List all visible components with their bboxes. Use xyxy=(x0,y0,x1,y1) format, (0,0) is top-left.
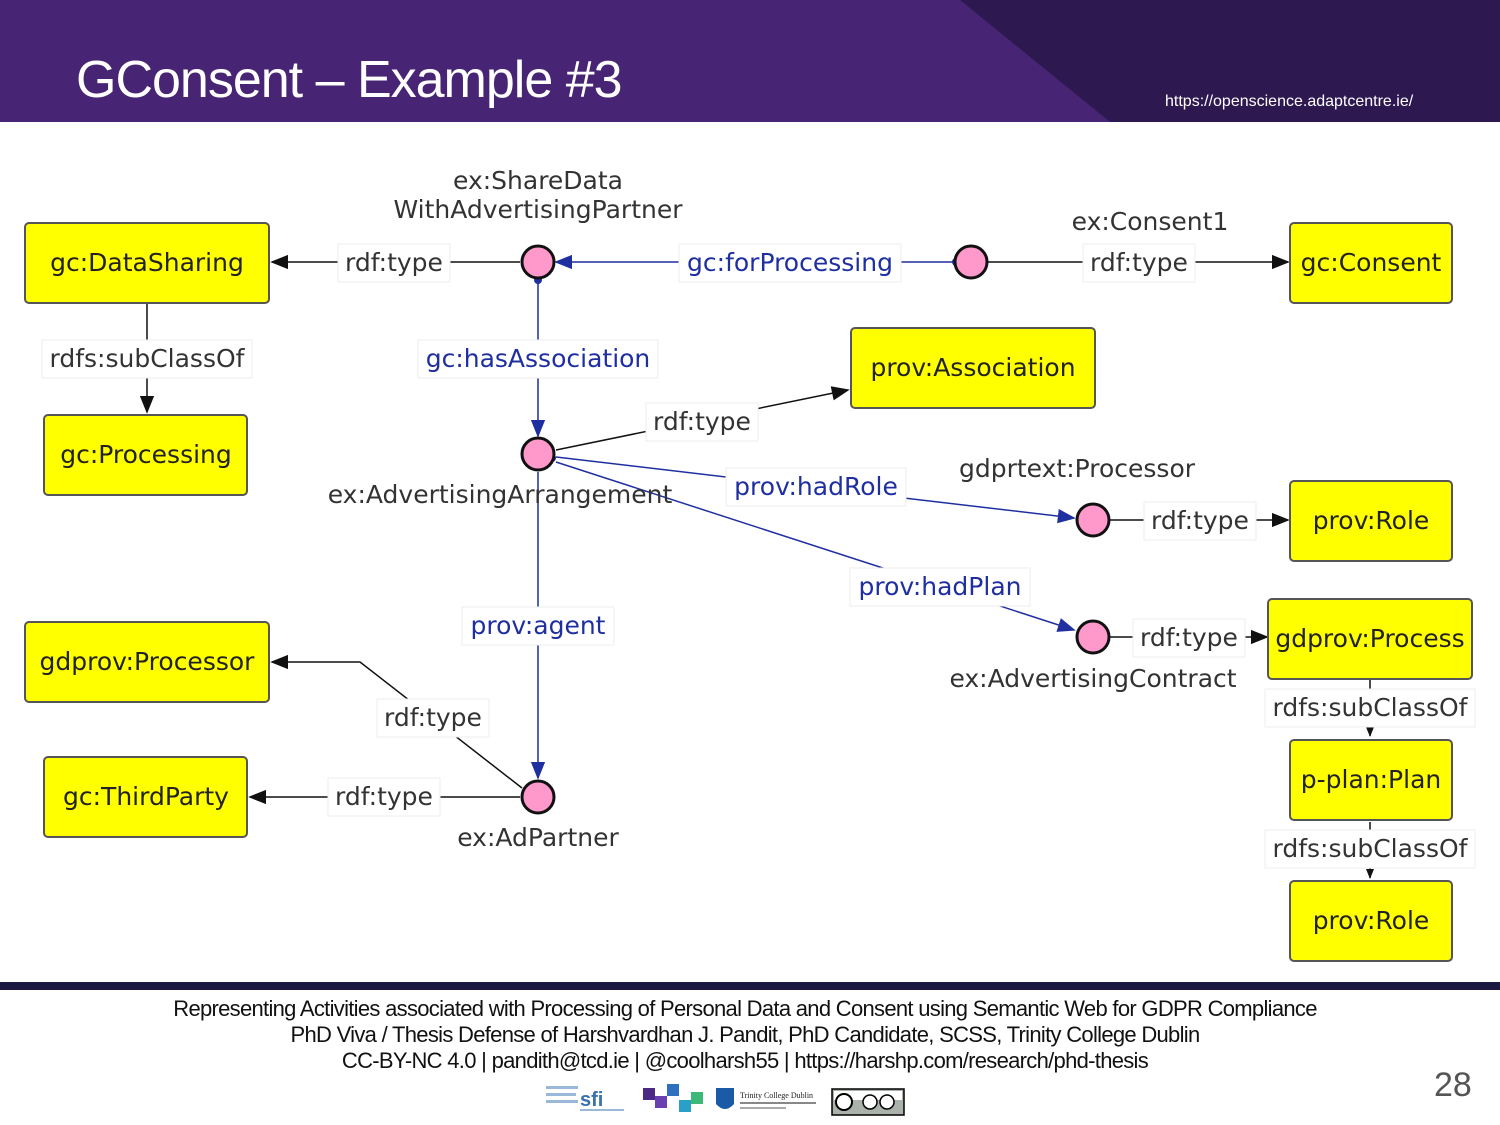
svg-text:gdprov:Process: gdprov:Process xyxy=(1275,624,1464,653)
node-label-consent1: ex:Consent1 xyxy=(1072,207,1229,236)
node-label-adpartner: ex:AdPartner xyxy=(457,823,619,852)
node-adpartner xyxy=(520,779,556,815)
class-box-consent: gc:Consent xyxy=(1289,222,1453,304)
edge-label-subclassof-1: rdfs:subClassOf xyxy=(41,339,253,379)
svg-text:gc:Consent: gc:Consent xyxy=(1301,248,1442,277)
svg-text:gc:Processing: gc:Processing xyxy=(60,440,232,469)
edge-label-rdftype-2: rdf:type xyxy=(1082,243,1196,283)
class-box-datasharing: gc:DataSharing xyxy=(24,222,270,304)
class-box-pplan-plan: p-plan:Plan xyxy=(1289,739,1453,821)
edge-label-rdftype-3: rdf:type xyxy=(645,402,759,442)
sfi-logo: sfi xyxy=(546,1086,624,1111)
class-box-thirdparty: gc:ThirdParty xyxy=(43,756,248,838)
node-processor xyxy=(1075,502,1111,538)
svg-text:rdf:type: rdf:type xyxy=(345,248,443,277)
node-label-processor: gdprtext:Processor xyxy=(959,454,1196,483)
edge-label-rdftype-1: rdf:type xyxy=(337,243,451,283)
svg-text:Trinity College Dublin: Trinity College Dublin xyxy=(740,1091,813,1100)
page-number: 28 xyxy=(1434,1066,1472,1104)
footer-line-3: CC-BY-NC 4.0 | pandith@tcd.ie | @coolhar… xyxy=(341,1048,1149,1073)
class-box-role-bottom: prov:Role xyxy=(1289,880,1453,962)
footer-line-2: PhD Viva / Thesis Defense of Harshvardha… xyxy=(290,1022,1200,1047)
svg-text:rdf:type: rdf:type xyxy=(335,782,433,811)
class-box-gdprov-processor: gdprov:Processor xyxy=(24,621,270,703)
footer-logos: sfi Trinity College Dublin xyxy=(546,1084,905,1116)
svg-text:prov:Role: prov:Role xyxy=(1313,906,1430,935)
rdf-graph-diagram: rdf:type gc:forProcessing rdf:type rdfs:… xyxy=(24,166,1476,962)
header-url: https://openscience.adaptcentre.ie/ xyxy=(1165,93,1414,110)
edge-label-rdftype-5: rdf:type xyxy=(1132,618,1246,658)
node-sharedata xyxy=(520,244,556,280)
edge-adpartner-type-processor xyxy=(270,654,523,789)
svg-text:prov:Role: prov:Role xyxy=(1313,506,1430,535)
adapt-logo xyxy=(643,1084,703,1112)
node-consent1 xyxy=(953,244,989,280)
node-label-advertising-arrangement: ex:AdvertisingArrangement xyxy=(328,480,673,509)
node-label-advertising-contract: ex:AdvertisingContract xyxy=(949,664,1236,693)
edge-label-hadplan: prov:hadPlan xyxy=(849,567,1031,607)
edge-label-rdftype-4: rdf:type xyxy=(1143,501,1257,541)
svg-text:gc:hasAssociation: gc:hasAssociation xyxy=(426,344,651,373)
class-box-association: prov:Association xyxy=(850,327,1096,409)
svg-text:gdprov:Processor: gdprov:Processor xyxy=(40,647,256,676)
node-advertising-contract xyxy=(1075,619,1111,655)
svg-text:rdfs:subClassOf: rdfs:subClassOf xyxy=(1273,834,1469,863)
edge-label-rdftype-6: rdf:type xyxy=(376,698,490,738)
footer: Representing Activities associated with … xyxy=(0,996,1490,1074)
tcd-logo: Trinity College Dublin xyxy=(716,1088,816,1109)
node-label-sharedata-line2: WithAdvertisingPartner xyxy=(393,195,683,224)
edge-label-rdftype-7: rdf:type xyxy=(327,777,441,817)
svg-text:prov:hadRole: prov:hadRole xyxy=(734,472,898,501)
footer-bar xyxy=(0,982,1500,990)
edge-label-subclassof-3: rdfs:subClassOf xyxy=(1264,829,1476,869)
slide-header: GConsent – Example #3 https://openscienc… xyxy=(0,0,1500,122)
svg-text:gc:ThirdParty: gc:ThirdParty xyxy=(63,782,229,811)
svg-text:rdf:type: rdf:type xyxy=(384,703,482,732)
svg-text:rdf:type: rdf:type xyxy=(1090,248,1188,277)
svg-text:rdf:type: rdf:type xyxy=(1151,506,1249,535)
class-box-gdprov-process: gdprov:Process xyxy=(1267,598,1473,680)
edge-label-forprocessing: gc:forProcessing xyxy=(678,243,902,283)
svg-text:rdf:type: rdf:type xyxy=(653,407,751,436)
svg-text:prov:Association: prov:Association xyxy=(870,353,1075,382)
svg-text:p-plan:Plan: p-plan:Plan xyxy=(1301,765,1441,794)
footer-line-1: Representing Activities associated with … xyxy=(173,996,1317,1021)
svg-text:sfi: sfi xyxy=(580,1089,603,1111)
header-dark-shape xyxy=(960,0,1500,122)
svg-text:gc:DataSharing: gc:DataSharing xyxy=(50,248,244,277)
class-box-processing: gc:Processing xyxy=(43,414,248,496)
svg-text:gc:forProcessing: gc:forProcessing xyxy=(687,248,893,277)
node-label-sharedata-line1: ex:ShareData xyxy=(453,166,623,195)
slide-title: GConsent – Example #3 xyxy=(76,51,623,109)
svg-text:prov:agent: prov:agent xyxy=(471,611,606,640)
edge-label-agent: prov:agent xyxy=(461,606,615,646)
edge-label-hadrole: prov:hadRole xyxy=(725,467,907,507)
svg-text:rdfs:subClassOf: rdfs:subClassOf xyxy=(1273,693,1469,722)
class-box-role-top: prov:Role xyxy=(1289,480,1453,562)
svg-text:prov:hadPlan: prov:hadPlan xyxy=(859,572,1022,601)
edge-label-subclassof-2: rdfs:subClassOf xyxy=(1264,688,1476,728)
svg-text:rdfs:subClassOf: rdfs:subClassOf xyxy=(50,344,246,373)
cc-by-nc-logo xyxy=(831,1088,905,1116)
node-advertising-arrangement xyxy=(520,436,556,472)
svg-text:rdf:type: rdf:type xyxy=(1140,623,1238,652)
edge-label-hasassociation: gc:hasAssociation xyxy=(417,339,659,379)
